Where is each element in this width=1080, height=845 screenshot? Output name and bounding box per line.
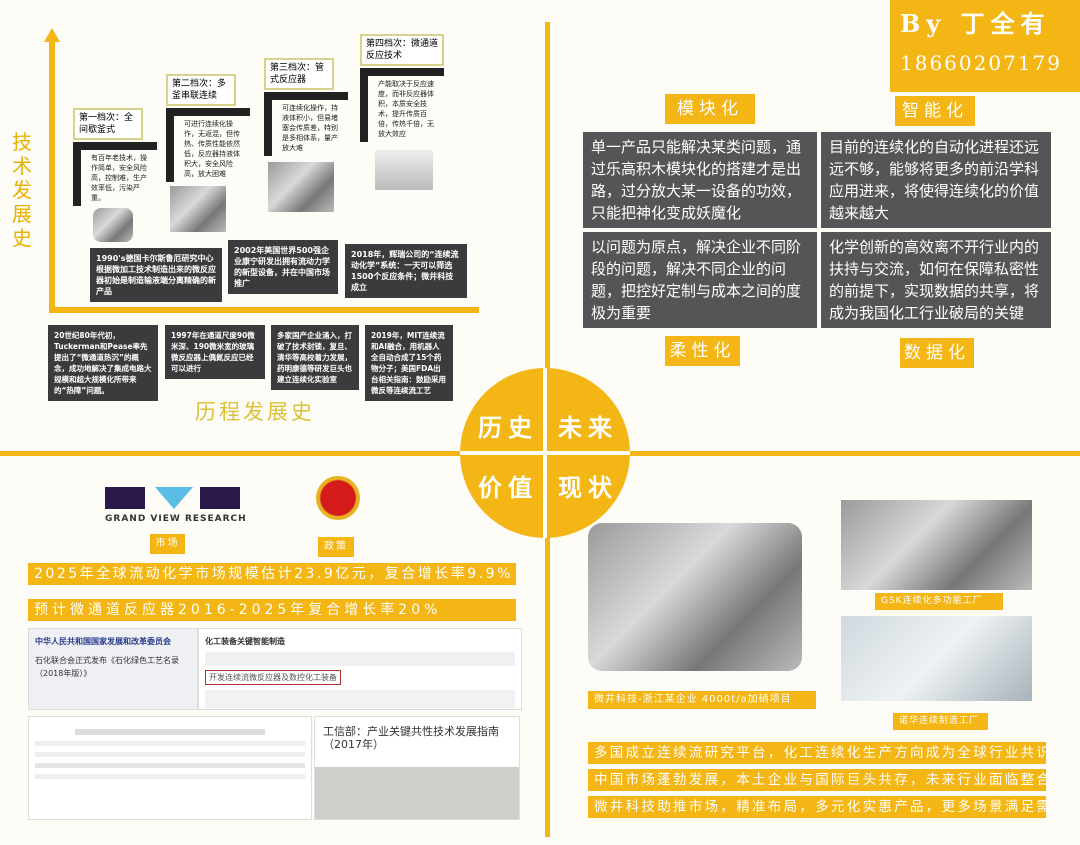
- tech-axis-arrow: [49, 40, 55, 312]
- quadrant-value: 价值: [478, 473, 538, 502]
- stage-2-title: 第二档次：多釜串联连续: [166, 74, 236, 106]
- policy-doc: 化工装备关键智能制造 开发连续流微反应器及数控化工装备: [198, 628, 522, 710]
- ndrc-header: 中华人民共和国国家发展和改革委员会: [35, 637, 171, 646]
- timeline-event: 1990's德国卡尔斯鲁厄研究中心根据微加工技术制造出来的微反应器初始是制造输液…: [90, 248, 222, 302]
- national-emblem-icon: [316, 476, 360, 520]
- flexible-box: 以问题为原点，解决企业不同阶段的问题，解决不同企业的问题，把控好定制与成本之间的…: [583, 232, 817, 328]
- ndrc-title: 石化联合会正式发布《石化绿色工艺名录（2018年版）》: [35, 656, 179, 678]
- policy-heading: 化工装备关键智能制造: [205, 637, 285, 646]
- status-bar-3: 微井科技助推市场，精准布局，多元化实惠产品，更多场景满足需求: [588, 796, 1046, 818]
- quadrant-history: 历史: [478, 413, 538, 442]
- status-bar-1: 多国成立连续流研究平台，化工连续化生产方向成为全球行业共识: [588, 742, 1046, 764]
- miit-title: 工信部：产业关键共性技术发展指南（2017年）: [323, 725, 499, 751]
- cascade-reactor-image: [170, 186, 226, 232]
- market-size-bar: 2025年全球流动化学市场规模估计23.9亿元，复合增长率9.9%: [28, 563, 516, 585]
- gsk-plant-photo: [841, 500, 1032, 590]
- author-name: By 丁全有: [900, 9, 1051, 38]
- tag-data: 数据化: [900, 338, 974, 368]
- intelligent-box: 目前的连续化的自动化进程还远远不够，能够将更多的前沿学科应用进来，将使得连续化的…: [821, 132, 1051, 228]
- notice-doc: [28, 716, 312, 820]
- stage-3-title: 第三档次：管式反应器: [264, 58, 334, 90]
- timeline-event: 1997年在通道尺度90微米深、190微米宽的玻璃微反应器上偶氮反应已经可以进行: [165, 325, 265, 379]
- policy-label: 政策: [318, 537, 354, 557]
- microwell-caption: 微井科技-浙江某企业 4000t/a加硝项目: [588, 691, 816, 709]
- market-label: 市场: [150, 534, 185, 554]
- novartis-caption: 诺华连续制造工厂: [893, 713, 988, 730]
- stage-3-desc: 可连续化操作，持液体积小，但易堵塞会传质差，特别是多相体系，量产放大难: [264, 92, 348, 156]
- stage-2-desc: 可进行连续化操作，无返混，但传热、传质性能依然低，反应器持液体积大，安全风险高，…: [166, 108, 250, 182]
- quadrant-circle: 历史 未来 价值 现状: [460, 368, 630, 538]
- gvr-logo: [105, 487, 240, 509]
- tech-history-label: 技术发展史: [12, 130, 32, 250]
- arrow-head-up-icon: [44, 28, 60, 42]
- policy-highlight: 开发连续流微反应器及数控化工装备: [205, 670, 341, 685]
- timeline-event: 2002年美国世界500强企业康宁研发出拥有流动力学的新型设备，并在中国市场推广: [228, 240, 338, 294]
- ndrc-doc: 中华人民共和国国家发展和改革委员会 石化联合会正式发布《石化绿色工艺名录（201…: [28, 628, 198, 710]
- data-box: 化学创新的高效离不开行业内的扶持与交流，如何在保障私密性的前提下，实现数据的共享…: [821, 232, 1051, 328]
- time-axis-arrow: [49, 307, 479, 313]
- microchannel-reactor-image: [375, 150, 433, 190]
- stage-1-desc: 有百年老技术，操作简单，安全风险高，控制难，生产效率低，污染严重。: [73, 142, 157, 206]
- timeline-event: 多家国产企业涌入，打破了技术封锁，复旦、清华等高校着力发展，药明康德等研发巨头也…: [271, 325, 359, 390]
- novartis-plant-photo: [841, 616, 1032, 701]
- miit-doc: 工信部：产业关键共性技术发展指南（2017年）: [314, 716, 520, 820]
- quadrant-status: 现状: [558, 473, 618, 502]
- gsk-caption: GSK连续化多功能工厂: [875, 593, 1003, 610]
- microwell-plant-photo: [588, 523, 802, 671]
- modular-box: 单一产品只能解决某类问题，通过乐高积木模块化的搭建才是出路，过分放大某一设备的功…: [583, 132, 817, 228]
- gvr-logo-text: GRAND VIEW RESEARCH: [105, 514, 247, 524]
- stage-4-desc: 产能取决于反应速度，而非反应器体积，本质安全技术，提升传质百倍，传热千倍，无放大…: [360, 68, 444, 142]
- timeline-event: 20世纪80年代初，Tuckerman和Pease率先提出了“微通道热沉”的概念…: [48, 325, 158, 401]
- growth-rate-bar: 预计微通道反应器2016-2025年复合增长率20%: [28, 599, 516, 621]
- timeline-event: 2018年，辉瑞公司的“连续流动化学”系统：一天可以筛选1500个反应条件；微井…: [345, 244, 467, 298]
- process-history-label: 历程发展史: [195, 400, 315, 424]
- stage-4-title: 第四档次：微通道反应技术: [360, 34, 444, 66]
- batch-reactor-image: [93, 208, 133, 242]
- status-bar-2: 中国市场蓬勃发展，本土企业与国际巨头共存，未来行业面临整合: [588, 769, 1046, 791]
- tag-flexible: 柔性化: [665, 336, 740, 366]
- author-phone: 18660207179: [900, 51, 1062, 75]
- timeline-event: 2019年，MIT连续流和AI融合，用机器人全自动合成了15个药物分子；美国FD…: [365, 325, 453, 401]
- tag-intelligent: 智能化: [895, 96, 975, 126]
- tag-modular: 模块化: [665, 94, 755, 124]
- quadrant-future: 未来: [558, 413, 618, 442]
- author-badge: By 丁全有 18660207179: [890, 0, 1080, 92]
- stage-1-title: 第一档次：全间歇釜式: [73, 108, 143, 140]
- tube-reactor-image: [268, 162, 334, 212]
